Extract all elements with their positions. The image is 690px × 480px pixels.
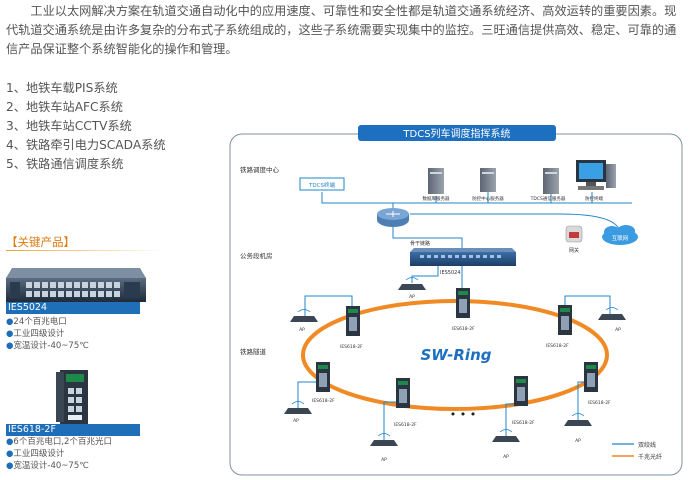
ies618-label: IES618-2F: [340, 344, 363, 350]
ap-label: AP: [381, 457, 387, 463]
ies618-switch-icon: [346, 306, 360, 336]
diagram-title-bar: [358, 125, 556, 141]
ap-icon: [284, 401, 312, 414]
tdcs-terminal-label: TDCS终端: [308, 181, 335, 189]
system-item: 4、铁路牵引电力SCADA系统: [6, 138, 166, 152]
product-feature: ●工业四级设计: [6, 449, 65, 459]
server-icon: [480, 168, 496, 192]
intro-text: 工业以太网解决方案在轨道交通自动化中的应用速度、可靠性和安全性都是轨道交通系统经…: [6, 2, 686, 59]
ap-label: AP: [409, 294, 415, 300]
product-feature: ●宽温设计-40~75℃: [6, 461, 89, 471]
ies618-label: IES618-2F: [394, 422, 417, 428]
ap-icon: [598, 307, 626, 320]
ap-label: AP: [615, 327, 621, 333]
server-label: 防控终端: [585, 195, 603, 202]
zone-center-label: 铁路调度中心: [240, 165, 280, 174]
ap-icon: [370, 433, 398, 446]
product-name-ies618: IES618-2F: [6, 424, 140, 436]
server-label: TDCS通信服务器: [530, 195, 566, 202]
ies618-label: IES618-2F: [546, 343, 569, 349]
ies618-label: IES618-2F: [312, 398, 335, 404]
system-item: 2、地铁车站AFC系统: [6, 100, 123, 114]
zone-room-label: 公务段机房: [240, 251, 273, 260]
server-label: 数据库服务器: [423, 195, 450, 202]
bullet-icon: ●: [6, 341, 14, 351]
internet-cloud-icon: [602, 225, 638, 245]
system-item: 1、地铁车载PIS系统: [6, 81, 118, 95]
system-item: 3、地铁车站CCTV系统: [6, 119, 132, 133]
intro-paragraph: 工业以太网解决方案在轨道交通自动化中的应用速度、可靠性和安全性都是轨道交通系统经…: [6, 4, 677, 56]
bullet-icon: ●: [6, 329, 14, 339]
tdcs-terminal-box: [299, 177, 345, 191]
bullet-icon: ●: [6, 437, 14, 447]
ies618-switch-icon: [514, 376, 528, 406]
ring-label: SW-Ring: [420, 346, 491, 364]
router-icon: [377, 208, 409, 227]
firewall-icon: [565, 225, 583, 243]
ap-label: AP: [293, 418, 299, 424]
ap-icon: [290, 309, 318, 322]
ap-icon: [564, 413, 592, 426]
ies618-switch-icon: [316, 362, 330, 392]
core-switch-icon: [410, 248, 516, 266]
product-feature: ●6个百兆电口,2个百兆光口: [6, 437, 112, 447]
product-feature: ●工业四级设计: [6, 329, 65, 339]
internet-label: 互联网: [612, 234, 629, 242]
server-icon: [543, 168, 559, 194]
ies618-switch-icon: [558, 305, 572, 335]
ap-icon: [398, 277, 426, 290]
legend-fiber-label: 千兆光纤: [638, 453, 662, 461]
server-label: 防控中心服务器: [472, 195, 504, 202]
diagram-title: TDCS列车调度指挥系统: [402, 127, 510, 140]
system-list: 1、地铁车载PIS系统 2、地铁车站AFC系统 3、地铁车站CCTV系统 4、铁…: [6, 79, 166, 174]
backbone-label: 骨干链路: [410, 240, 430, 247]
ies618-switch-icon: [456, 288, 470, 318]
product-name-ies5024: IES5024: [6, 302, 140, 314]
key-products-divider: [6, 250, 164, 251]
product-feature: ●宽温设计-40~75℃: [6, 341, 89, 351]
firewall-label: 网关: [569, 247, 579, 254]
ap-label: AP: [299, 327, 305, 333]
ap-icon: [492, 429, 520, 442]
bullet-icon: ●: [6, 449, 14, 459]
bullet-icon: ●: [6, 317, 14, 327]
key-products-title: 【关键产品】: [6, 235, 75, 249]
ies618-image: [56, 370, 88, 424]
legend-twisted-label: 双绞线: [638, 441, 656, 449]
product-feature: ●24个百兆电口: [6, 317, 67, 327]
system-item: 5、铁路通信调度系统: [6, 157, 124, 171]
ap-label: AP: [575, 438, 581, 444]
zone-tunnel-label: 铁路隧道: [240, 347, 267, 356]
ap-label: AP: [503, 454, 509, 460]
ies618-switch-icon: [396, 378, 410, 408]
ies5024-image: [6, 268, 146, 302]
server-icon: [428, 168, 444, 194]
ies618-switch-icon: [584, 362, 598, 392]
ies618-label: IES618-2F: [588, 400, 611, 406]
workstation-icon: [576, 160, 616, 190]
more-dots: • • •: [450, 408, 476, 421]
bullet-icon: ●: [6, 461, 14, 471]
sw-ring: [301, 299, 609, 411]
core-switch-label: IES5024: [440, 270, 461, 276]
ies618-label: IES618-2F: [452, 326, 475, 332]
ies618-label: IES618-2F: [512, 420, 535, 426]
